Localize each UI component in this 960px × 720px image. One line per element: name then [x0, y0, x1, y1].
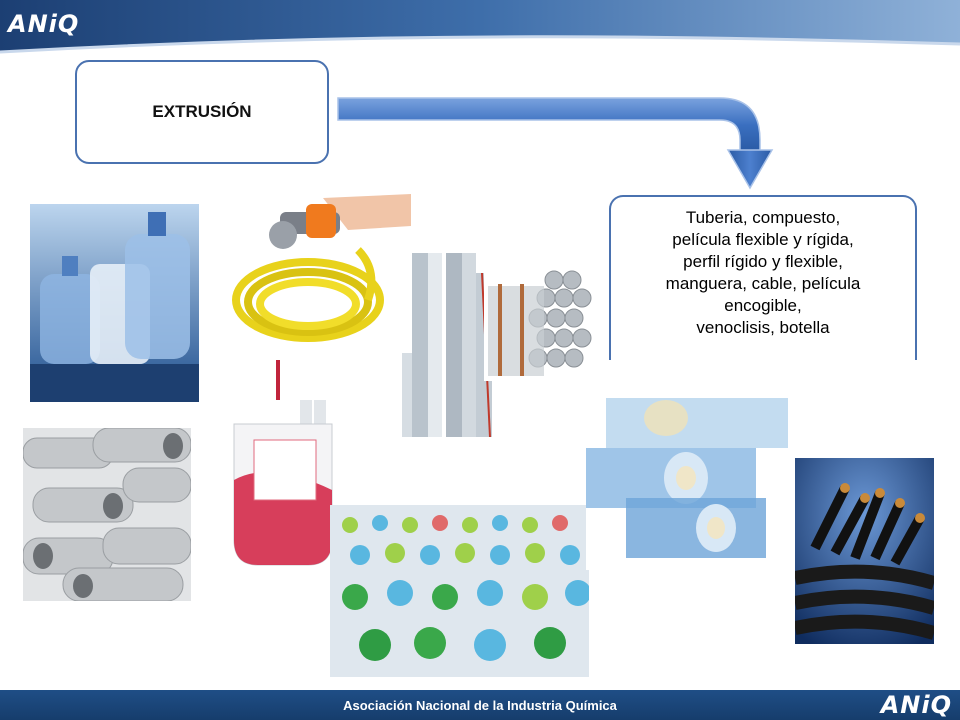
products-line: Tuberia, compuesto,: [685, 208, 841, 227]
products-text-box: Tuberia, compuesto, película flexible y …: [609, 195, 917, 360]
garden-hose-photo: [228, 190, 411, 352]
footer-bar: Asociación Nacional de la Industria Quím…: [0, 690, 960, 720]
flexible-tubes-photo: [398, 253, 498, 437]
footer-organization-name: Asociación Nacional de la Industria Quím…: [343, 698, 617, 713]
electrical-cables-photo: [795, 458, 934, 644]
pipe-stack-photo: [484, 266, 592, 381]
products-line: venoclisis, botella: [696, 318, 830, 337]
products-line: película flexible y rígida,: [672, 230, 854, 249]
aniq-logo-bottom: ANiQ: [880, 691, 952, 719]
header-wave-graphic: [0, 0, 960, 62]
shrink-film-rolls-photo: [586, 388, 788, 570]
products-line: perfil rígido y flexible,: [683, 252, 843, 271]
header-banner: ANiQ: [0, 0, 960, 62]
products-line: encogible,: [724, 296, 802, 315]
water-jugs-photo: [30, 204, 199, 402]
products-line: manguera, cable, película: [665, 274, 861, 293]
pvc-fittings-photo: [23, 428, 191, 601]
aniq-logo-top: ANiQ: [8, 10, 80, 38]
extrusion-title: EXTRUSIÓN: [152, 102, 252, 121]
iv-blood-bag-photo: [210, 360, 338, 578]
plastic-bottles-photo: [330, 505, 589, 677]
extrusion-title-box: EXTRUSIÓN: [75, 60, 329, 164]
